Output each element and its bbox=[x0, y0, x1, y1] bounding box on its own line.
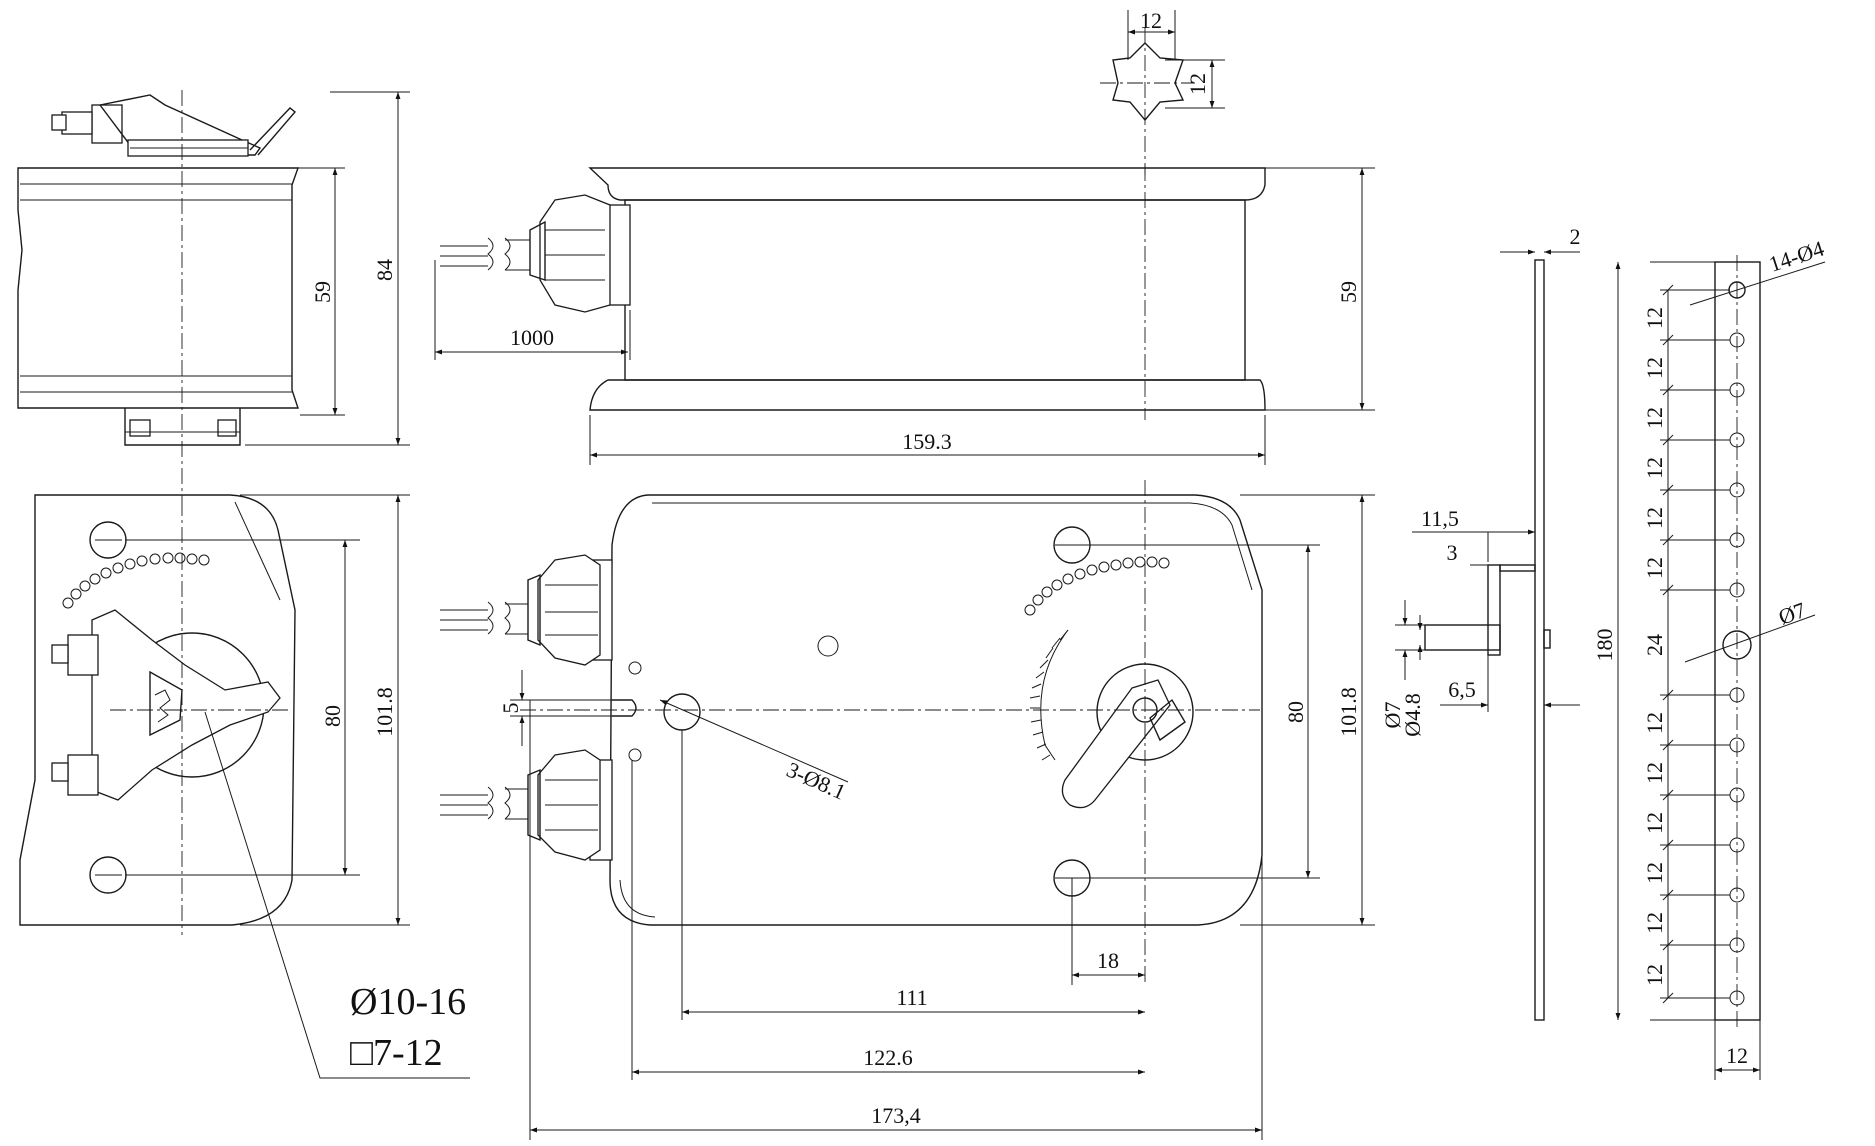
dim-bracket-2: 2 bbox=[1570, 224, 1581, 249]
dim-173-4: 173,4 bbox=[871, 1103, 921, 1128]
dim-strip-24: 24 bbox=[1642, 634, 1667, 656]
dim-pitch-11: 12 bbox=[1642, 912, 1667, 934]
dim-bracket-d4-8: Ø4.8 bbox=[1400, 693, 1425, 736]
dim-pitch-10: 12 bbox=[1642, 862, 1667, 884]
square-drive-star: 12 12 bbox=[1100, 8, 1225, 175]
side-view-top: 59 84 bbox=[17, 90, 410, 500]
dim-strip-width-12: 12 bbox=[1726, 1043, 1748, 1068]
shaft-square-label: □7-12 bbox=[350, 1032, 443, 1074]
dim-pitch-2: 12 bbox=[1642, 357, 1667, 379]
dim-pitch-7: 12 bbox=[1642, 712, 1667, 734]
dim-pitch-8: 12 bbox=[1642, 762, 1667, 784]
dim-body-59: 59 bbox=[1336, 281, 1361, 303]
dim-front-80: 80 bbox=[1283, 701, 1308, 723]
dim-111: 111 bbox=[896, 985, 927, 1010]
main-body-top-view: 1000 59 159.3 bbox=[434, 165, 1375, 465]
bracket-side-view: 2 11,5 3 Ø7 Ø4.8 6,5 bbox=[1380, 224, 1581, 1021]
callout-strip-center-hole: Ø7 bbox=[1775, 597, 1809, 630]
dim-side-59: 59 bbox=[310, 281, 335, 303]
dim-pitch-5: 12 bbox=[1642, 507, 1667, 529]
dim-pitch-3: 12 bbox=[1642, 407, 1667, 429]
dim-side-80: 80 bbox=[320, 705, 345, 727]
perforated-strip: 14-Ø4 Ø7 12 12 12 12 bbox=[1592, 236, 1827, 1080]
dim-strip-180: 180 bbox=[1592, 629, 1617, 662]
position-dots-left bbox=[62, 552, 210, 609]
dim-pitch-4: 12 bbox=[1642, 457, 1667, 479]
dim-bracket-3: 3 bbox=[1447, 540, 1458, 565]
side-view-bottom: 80 101.8 Ø10-16 □7-12 bbox=[19, 494, 470, 1079]
dim-cable-1000: 1000 bbox=[510, 325, 554, 350]
shaft-round-label: Ø10-16 bbox=[350, 981, 466, 1023]
dim-bracket-11-5: 11,5 bbox=[1421, 506, 1459, 531]
dim-side-84: 84 bbox=[372, 259, 397, 281]
dim-body-159-3: 159.3 bbox=[902, 429, 952, 454]
position-dots-right bbox=[1024, 556, 1170, 616]
dim-pitch-6: 12 bbox=[1642, 557, 1667, 579]
dim-bracket-d7: Ø7 bbox=[1380, 702, 1405, 729]
dim-pitch-1: 12 bbox=[1642, 307, 1667, 329]
callout-mount-holes: 3-Ø8.1 bbox=[783, 757, 850, 805]
dim-pitch-12: 12 bbox=[1642, 964, 1667, 986]
dim-18: 18 bbox=[1097, 948, 1119, 973]
dim-side-101-8: 101.8 bbox=[372, 687, 397, 737]
dim-bracket-6-5: 6,5 bbox=[1448, 677, 1476, 702]
dim-front-101-8: 101.8 bbox=[1336, 687, 1361, 737]
dim-122-6: 122.6 bbox=[863, 1045, 913, 1070]
dim-star-w: 12 bbox=[1140, 8, 1162, 33]
main-front-view: 3-Ø8.1 5 80 101.8 18 111 122.6 173,4 bbox=[440, 480, 1375, 1140]
strip-pitch-ticks bbox=[1662, 284, 1674, 1004]
dim-offset-5: 5 bbox=[498, 703, 523, 714]
dim-pitch-9: 12 bbox=[1642, 812, 1667, 834]
dim-star-h: 12 bbox=[1185, 73, 1210, 95]
